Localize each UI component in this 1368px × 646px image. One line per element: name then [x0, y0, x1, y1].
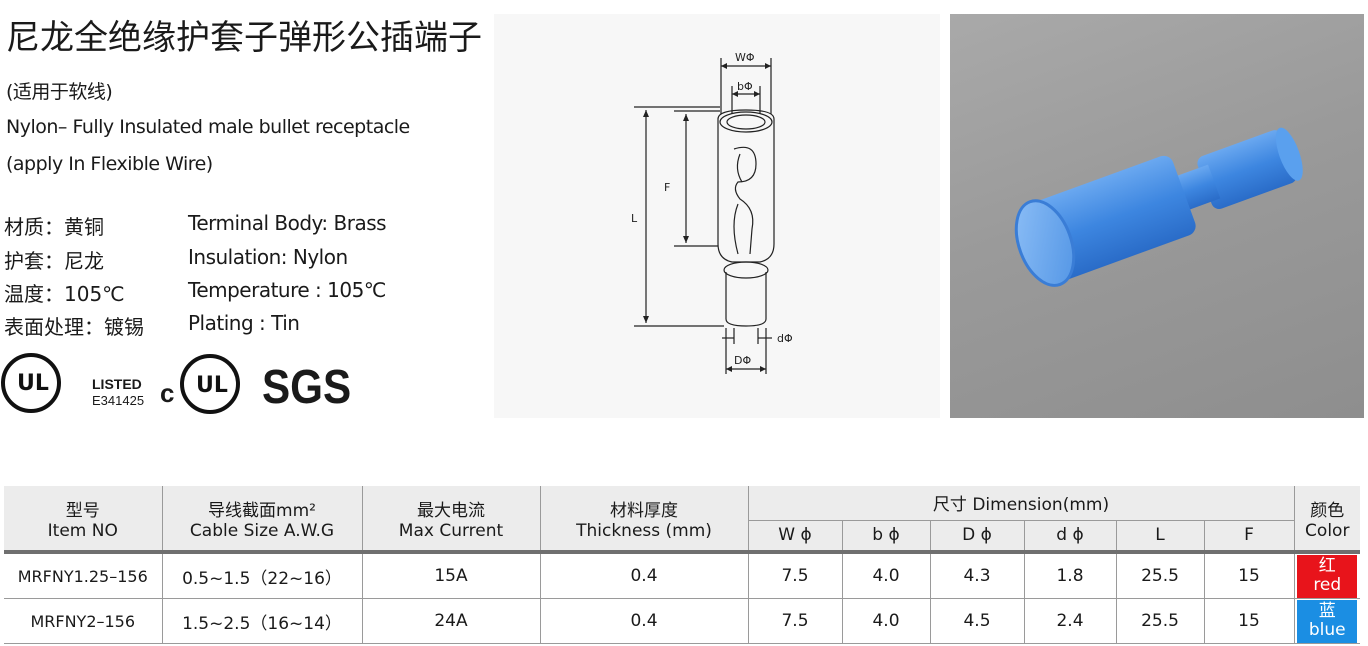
- svg-text:UL: UL: [196, 373, 228, 398]
- drawing-label-d-large: DΦ: [734, 354, 751, 367]
- cell-d-small: 1.8: [1024, 554, 1117, 599]
- product-title-en: Nylon– Fully Insulated male bullet recep…: [6, 116, 410, 138]
- spec-temperature-en: Temperature : 105℃: [188, 278, 386, 302]
- table-row: MRFNY1.25–156 0.5~1.5（22~16） 15A 0.4 7.5…: [4, 554, 1360, 599]
- drawing-label-d-small: dΦ: [777, 332, 793, 345]
- cell-cable: 0.5~1.5（22~16）: [162, 554, 363, 599]
- cell-w: 7.5: [748, 598, 843, 644]
- cul-logo: UL: [178, 352, 242, 416]
- header-b: b ϕ: [842, 520, 931, 552]
- drawing-label-b: bΦ: [737, 80, 753, 93]
- cell-f: 15: [1204, 554, 1295, 599]
- svg-text:UL: UL: [17, 371, 49, 396]
- header-w: W ϕ: [748, 520, 843, 552]
- color-swatch-red: 红 red: [1297, 554, 1358, 598]
- cell-f: 15: [1204, 598, 1295, 644]
- cul-c-mark: c: [160, 378, 175, 408]
- header-d-large: D ϕ: [930, 520, 1025, 552]
- drawing-label-l: L: [631, 212, 638, 225]
- cell-w: 7.5: [748, 554, 843, 599]
- cell-b: 4.0: [842, 598, 931, 644]
- header-dimension: 尺寸 Dimension(mm): [748, 486, 1295, 521]
- drawing-label-w: WΦ: [735, 51, 755, 64]
- spec-plating-cn: 表面处理：镀锡: [4, 315, 144, 339]
- table-row: MRFNY2–156 1.5~2.5（16~14） 24A 0.4 7.5 4.…: [4, 598, 1360, 644]
- ul-logo: UL: [0, 352, 62, 414]
- spec-material-cn: 材质：黄铜: [4, 215, 104, 239]
- cell-item: MRFNY1.25–156: [4, 554, 163, 599]
- cell-d-small: 2.4: [1024, 598, 1117, 644]
- drawing-label-f: F: [664, 181, 670, 194]
- product-photo: [950, 14, 1364, 418]
- listed-label: LISTED: [92, 376, 142, 392]
- cell-d-large: 4.5: [930, 598, 1025, 644]
- product-subtitle-en: (apply In Flexible Wire): [6, 153, 213, 175]
- spec-plating-en: Plating : Tin: [188, 311, 300, 335]
- cell-b: 4.0: [842, 554, 931, 599]
- cell-item: MRFNY2–156: [4, 598, 163, 644]
- cell-l: 25.5: [1116, 598, 1205, 644]
- cell-current: 15A: [362, 554, 541, 599]
- spec-material-en: Terminal Body: Brass: [188, 211, 387, 235]
- cell-cable: 1.5~2.5（16~14）: [162, 598, 363, 644]
- cell-l: 25.5: [1116, 554, 1205, 599]
- header-f: F: [1204, 520, 1295, 552]
- header-l: L: [1116, 520, 1205, 552]
- cell-color: 蓝 blue: [1294, 598, 1360, 644]
- color-swatch-blue: 蓝 blue: [1297, 599, 1358, 643]
- cell-thickness: 0.4: [540, 554, 749, 599]
- cell-d-large: 4.3: [930, 554, 1025, 599]
- cell-current: 24A: [362, 598, 541, 644]
- spec-temperature-cn: 温度：105℃: [4, 282, 125, 306]
- product-title-cn: 尼龙全绝缘护套子弹形公插端子: [6, 18, 482, 58]
- product-subtitle-cn: (适用于软线): [6, 81, 113, 103]
- sgs-logo: SGS: [262, 361, 352, 414]
- spec-insulation-en: Insulation: Nylon: [188, 245, 348, 269]
- header-d-small: d ϕ: [1024, 520, 1117, 552]
- cell-thickness: 0.4: [540, 598, 749, 644]
- cell-color: 红 red: [1294, 554, 1360, 599]
- technical-drawing: WΦ bΦ L F dΦ DΦ: [494, 14, 940, 418]
- spec-insulation-cn: 护套：尼龙: [4, 249, 104, 273]
- file-number: E341425: [92, 393, 145, 408]
